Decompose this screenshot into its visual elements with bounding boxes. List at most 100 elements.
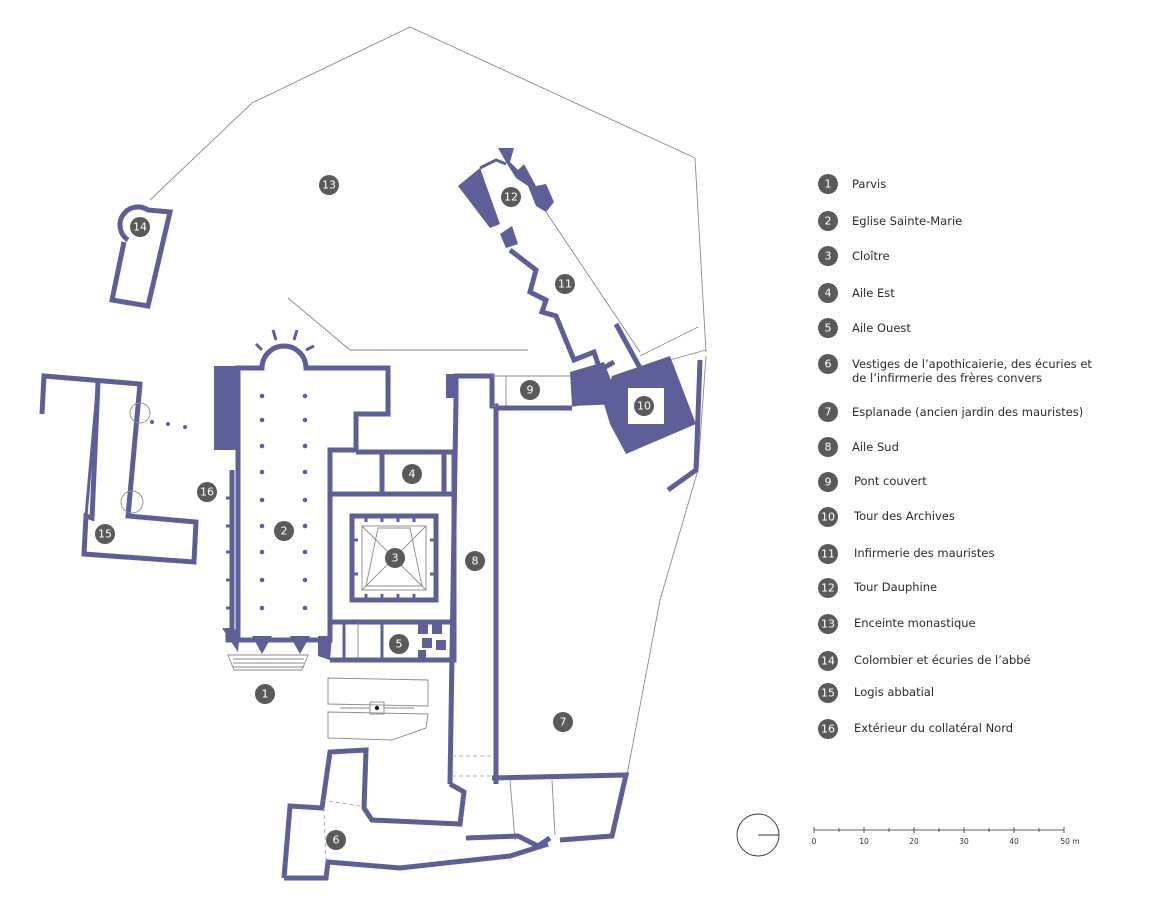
legend-item: 8 Aile Sud [818, 437, 899, 457]
svg-text:2: 2 [281, 525, 288, 538]
marker-11: 11 [555, 274, 575, 294]
svg-text:16: 16 [200, 486, 214, 499]
legend-item: 2 Eglise Sainte-Marie [818, 211, 962, 231]
legend-item: 7 Esplanade (ancien jardin des mauristes) [818, 402, 1083, 422]
marker-5: 5 [389, 634, 409, 654]
monastic-enclosure-outline [149, 26, 707, 841]
infirmerie-and-tour-dauphine [458, 148, 643, 374]
legend-item: 4 Aile Est [818, 283, 895, 303]
legend-item: 16 Extérieur du collatéral Nord [818, 719, 1013, 739]
svg-text:3: 3 [825, 250, 832, 263]
svg-text:14: 14 [133, 221, 147, 234]
colombier-building [109, 204, 174, 309]
south-wing-building [446, 373, 499, 785]
legend-item: 1 Parvis [818, 174, 886, 194]
svg-text:10: 10 [637, 400, 651, 413]
svg-text:15: 15 [98, 528, 112, 541]
svg-text:9: 9 [527, 384, 534, 397]
scale-tick-label: 40 [1009, 837, 1019, 846]
svg-text:Pont couvert: Pont couvert [854, 474, 927, 488]
svg-text:Enceinte monastique: Enceinte monastique [854, 616, 976, 630]
svg-text:15: 15 [821, 687, 835, 700]
church-building [214, 329, 391, 671]
legend-item: 9 Pont couvert [818, 472, 927, 492]
svg-text:2: 2 [825, 215, 832, 228]
svg-text:4: 4 [825, 287, 832, 300]
svg-text:1: 1 [825, 178, 832, 191]
svg-text:8: 8 [472, 555, 479, 568]
esplanade-walls [465, 405, 630, 849]
svg-text:de l’infirmerie des frères con: de l’infirmerie des frères convers [852, 371, 1042, 385]
svg-text:5: 5 [825, 322, 832, 335]
svg-text:13: 13 [821, 618, 835, 631]
svg-text:Extérieur du collatéral Nord: Extérieur du collatéral Nord [854, 721, 1013, 735]
svg-text:Aile Est: Aile Est [852, 286, 895, 300]
marker-8: 8 [465, 551, 485, 571]
scale-tick-label: 20 [909, 837, 919, 846]
svg-text:12: 12 [821, 582, 835, 595]
svg-text:6: 6 [333, 834, 340, 847]
svg-text:Esplanade (ancien jardin des m: Esplanade (ancien jardin des mauristes) [852, 405, 1083, 419]
scale-bar: 0 10 20 30 40 50 m [812, 827, 1080, 846]
svg-text:11: 11 [558, 278, 572, 291]
svg-text:Tour Dauphine: Tour Dauphine [853, 580, 937, 594]
marker-9: 9 [520, 380, 540, 400]
svg-text:1: 1 [262, 688, 269, 701]
svg-text:4: 4 [409, 468, 416, 481]
archives-tower [570, 356, 703, 493]
marker-2: 2 [274, 521, 294, 541]
scale-tick-label: 10 [859, 837, 869, 846]
svg-text:14: 14 [821, 655, 835, 668]
legend-item: 6 Vestiges de l’apothicaierie, des écurie… [818, 354, 1092, 385]
svg-text:7: 7 [560, 716, 567, 729]
scale-end-label: 50 m [1060, 837, 1079, 846]
legend-item: 5 Aile Ouest [818, 318, 911, 338]
parvis-elements [327, 677, 429, 741]
scale-tick-label: 0 [812, 837, 817, 846]
marker-7: 7 [553, 712, 573, 732]
svg-text:7: 7 [825, 406, 832, 419]
svg-text:Aile Ouest: Aile Ouest [852, 321, 911, 335]
svg-text:Vestiges de l’apothicaierie, d: Vestiges de l’apothicaierie, des écuries… [852, 357, 1092, 371]
svg-text:Aile Sud: Aile Sud [852, 440, 899, 454]
marker-15: 15 [95, 524, 115, 544]
marker-13: 13 [319, 175, 339, 195]
marker-10: 10 [634, 396, 654, 416]
marker-12: 12 [501, 187, 521, 207]
svg-text:Logis abbatial: Logis abbatial [854, 685, 934, 699]
legend-item: 3 Cloître [818, 246, 890, 266]
svg-text:13: 13 [322, 179, 336, 192]
compass-icon [736, 813, 780, 857]
marker-4: 4 [402, 464, 422, 484]
marker-6: 6 [326, 830, 346, 850]
svg-text:12: 12 [504, 191, 518, 204]
legend-item: 11 Infirmerie des mauristes [818, 544, 994, 564]
vestiges-building [281, 747, 549, 881]
legend-item: 13 Enceinte monastique [818, 614, 976, 634]
marker-16: 16 [197, 482, 217, 502]
svg-text:16: 16 [821, 723, 835, 736]
marker-1: 1 [255, 684, 275, 704]
svg-text:9: 9 [825, 476, 832, 489]
legend-item: 15 Logis abbatial [818, 683, 934, 703]
cloister-block [330, 449, 457, 663]
svg-text:3: 3 [392, 552, 399, 565]
logis-abbatial-building [39, 373, 199, 565]
svg-text:11: 11 [821, 548, 835, 561]
svg-text:6: 6 [825, 358, 832, 371]
plan-markers: 1 2 3 4 5 6 7 8 9 10 11 12 13 14 15 16 [95, 175, 654, 850]
svg-text:5: 5 [396, 638, 403, 651]
svg-text:Eglise Sainte-Marie: Eglise Sainte-Marie [852, 214, 962, 228]
svg-text:Infirmerie des mauristes: Infirmerie des mauristes [854, 546, 994, 560]
legend-item: 12 Tour Dauphine [818, 578, 937, 598]
marker-3: 3 [385, 548, 405, 568]
marker-14: 14 [130, 217, 150, 237]
svg-text:Cloître: Cloître [852, 249, 890, 263]
svg-text:8: 8 [825, 441, 832, 454]
svg-text:Parvis: Parvis [852, 177, 886, 191]
svg-text:Tour des Archives: Tour des Archives [853, 509, 955, 523]
